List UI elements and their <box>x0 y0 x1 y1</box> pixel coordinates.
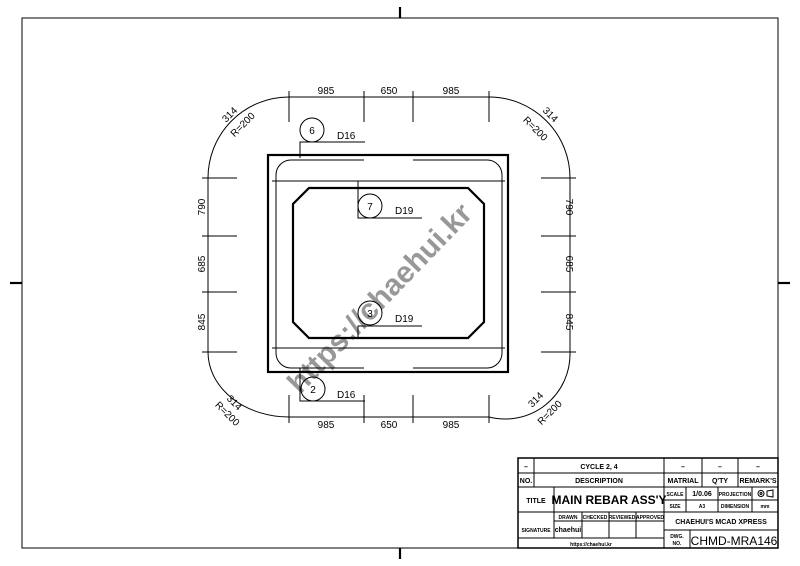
reviewed-label: REVIEWED <box>609 515 636 521</box>
dim-left-3: 845 <box>197 313 208 330</box>
first-angle-projection-icon <box>757 489 774 498</box>
rev-qty: – <box>718 464 722 471</box>
rev-remark: – <box>756 464 760 471</box>
dim-bottom-2: 650 <box>381 420 398 431</box>
checked-label: CHECKED <box>583 515 608 521</box>
company-name: CHAEHUI'S MCAD XPRESS <box>675 519 767 526</box>
dwg-no-label: DWG. <box>670 534 684 540</box>
projection-label: PROJECTION <box>719 492 752 498</box>
title-block-text: – CYCLE 2, 4 – – – NO. DESCRIPTION MATRI… <box>520 464 778 548</box>
dimension-unit: mm <box>761 504 770 510</box>
dim-left-1: 790 <box>197 198 208 215</box>
dim-top-3: 985 <box>443 86 460 97</box>
no-label: NO. <box>520 478 533 485</box>
bar-mark-2: 2 <box>310 385 316 396</box>
watermark: https://chaehui.kr <box>281 197 479 400</box>
title-block <box>517 457 779 549</box>
qty-label: Q'TY <box>712 478 728 485</box>
drawing-title: MAIN REBAR ASS'Y <box>551 493 666 507</box>
material-label: MATRIAL <box>668 478 700 485</box>
rev-description: CYCLE 2, 4 <box>580 464 617 471</box>
dimension-label: DIMENSION <box>721 504 750 510</box>
bar-size-3: D19 <box>395 314 414 325</box>
dim-bottom-1: 985 <box>318 420 335 431</box>
dim-left-2: 685 <box>197 255 208 272</box>
remarks-label: REMARK'S <box>739 478 776 485</box>
dim-top-2: 650 <box>381 86 398 97</box>
bar-size-6: D16 <box>337 131 356 142</box>
signature-label: SIGNATURE <box>521 528 551 534</box>
scale-value: 1/0.06 <box>692 491 712 498</box>
approved-label: APPROVED <box>636 515 664 521</box>
dim-right-1: 790 <box>563 199 574 216</box>
bar-callouts: 6 D16 7 D19 3 D19 2 D16 <box>299 117 422 402</box>
dim-top-1: 985 <box>318 86 335 97</box>
url-text: https://chaehui.kr <box>570 542 612 548</box>
drawn-label: DRAWN <box>559 515 578 521</box>
rev-no: – <box>524 464 528 471</box>
bar-size-7: D19 <box>395 206 414 217</box>
bar-mark-6: 6 <box>309 126 315 137</box>
arc-length-tr: 314 <box>540 105 560 125</box>
description-label: DESCRIPTION <box>575 478 623 485</box>
size-value: A3 <box>699 504 706 510</box>
bar-mark-3: 3 <box>367 309 373 320</box>
bar-mark-7: 7 <box>367 202 373 213</box>
drawing-number: CHMD-MRA146 <box>691 534 778 548</box>
rev-material: – <box>681 464 685 471</box>
size-label: SIZE <box>669 504 681 510</box>
dim-bottom-3: 985 <box>443 420 460 431</box>
scale-label: SCALE <box>667 492 685 498</box>
dim-right-2: 685 <box>563 256 574 273</box>
sheet-border <box>10 7 790 559</box>
rebar-section <box>266 153 510 374</box>
dwg-no-label-2: NO. <box>673 541 683 547</box>
bar-size-2: D16 <box>337 390 356 401</box>
title-label: TITLE <box>526 498 546 505</box>
signature-value: chaehui <box>555 527 582 534</box>
outer-dimension-outline: 985 650 985 985 650 985 790 685 845 790 … <box>197 86 576 431</box>
dim-right-3: 845 <box>563 314 574 331</box>
